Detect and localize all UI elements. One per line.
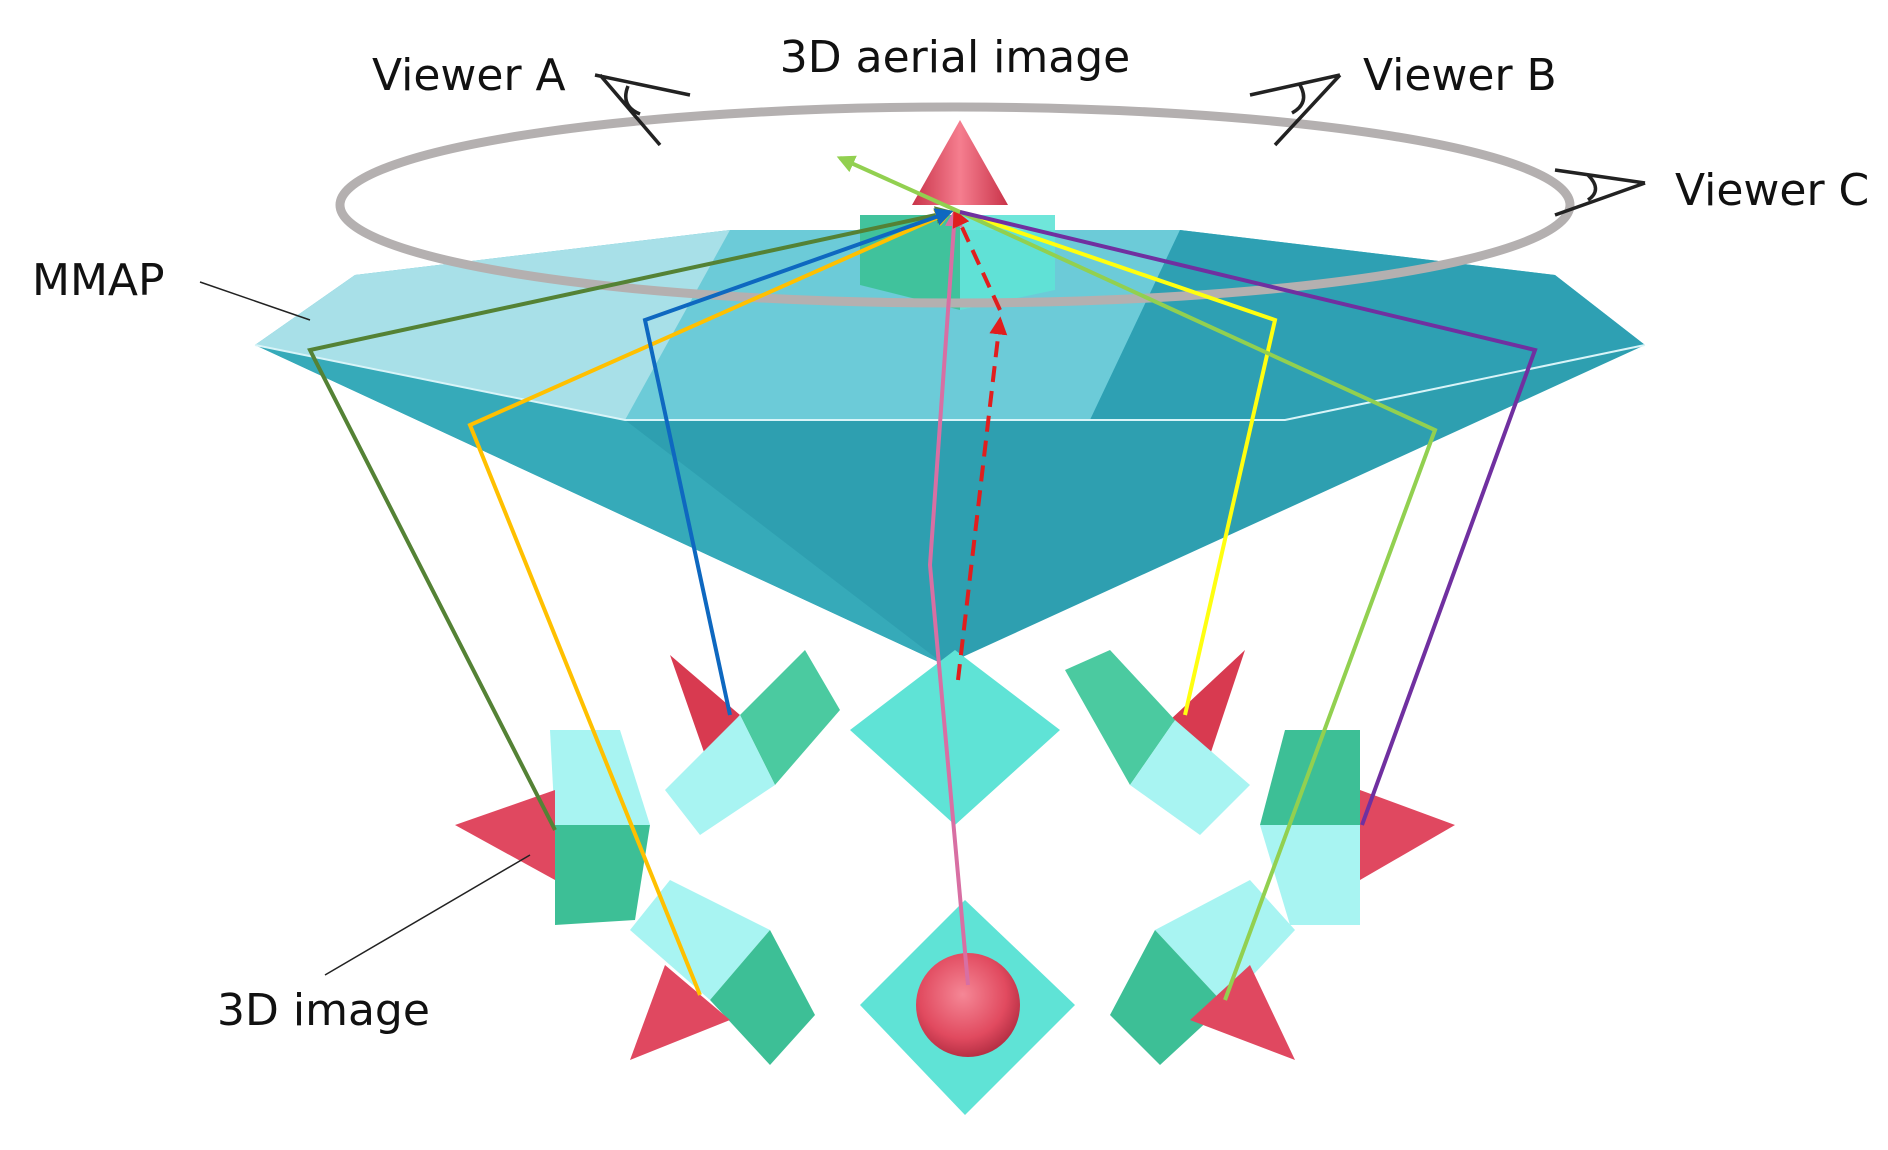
title-label: 3D aerial image xyxy=(780,32,1130,83)
object-bottom-sphere xyxy=(916,953,1020,1057)
ray-yellow xyxy=(959,210,1278,716)
ray-red-dashed xyxy=(956,316,1008,681)
object-upper-left-cube-dark xyxy=(740,650,840,785)
object-lower-right-cube-light xyxy=(1155,880,1295,1005)
object-lower-right-cube-dark xyxy=(1110,930,1225,1065)
ray-dark-green xyxy=(307,206,954,831)
viewing-ring xyxy=(335,102,1575,308)
viewer-c-eye-icon xyxy=(1554,168,1646,217)
viewer-b-label: Viewer B xyxy=(1363,50,1557,101)
ray-pink xyxy=(927,208,970,986)
image-3d-label: 3D image xyxy=(217,985,430,1036)
light-rays xyxy=(307,155,1538,1001)
object-lower-left-cube-dark xyxy=(710,930,815,1065)
object-lower-left-cone xyxy=(630,965,730,1060)
object-center-top-diamond xyxy=(850,650,1060,825)
object-left-cone xyxy=(455,790,555,880)
ray-blue xyxy=(642,208,954,716)
object-upper-left-cube-light xyxy=(665,715,775,835)
viewer-eyes xyxy=(594,73,1646,217)
viewer-c-label: Viewer C xyxy=(1675,165,1869,216)
object-left-cube-dark xyxy=(555,825,650,925)
mmap-top-facet-right xyxy=(1090,230,1645,420)
object-left-cube-light xyxy=(550,730,650,825)
ray-light-green xyxy=(836,155,1438,1001)
ray-purple xyxy=(959,210,1538,826)
object-right-cone xyxy=(1360,790,1455,880)
object-upper-left-cone xyxy=(670,655,740,755)
object-upper-right-cube-light xyxy=(1130,720,1250,835)
viewer-b-eye-icon xyxy=(1249,73,1342,147)
object-right-cube-dark xyxy=(1260,730,1360,825)
mmap-bottom-face-left xyxy=(255,345,945,665)
object-right-cube-light xyxy=(1260,825,1360,925)
aerial-cone xyxy=(912,120,1008,205)
object-upper-right-cube-dark xyxy=(1065,650,1175,785)
leader-lines xyxy=(199,281,531,976)
ray-red-dashed-upper xyxy=(952,208,1002,311)
object-lower-right-cone xyxy=(1190,965,1295,1060)
aerial-image xyxy=(860,120,1055,310)
viewer-a-label: Viewer A xyxy=(372,50,566,101)
mmap-leader xyxy=(199,281,311,321)
image-3d-leader xyxy=(324,854,531,976)
source-3d-objects xyxy=(455,650,1455,1115)
viewer-a-eye-icon xyxy=(594,73,691,147)
ray-orange xyxy=(467,209,954,996)
mmap-label: MMAP xyxy=(32,255,165,306)
mmap-rim-highlight xyxy=(254,344,1646,421)
object-upper-right-cone xyxy=(1170,650,1245,755)
